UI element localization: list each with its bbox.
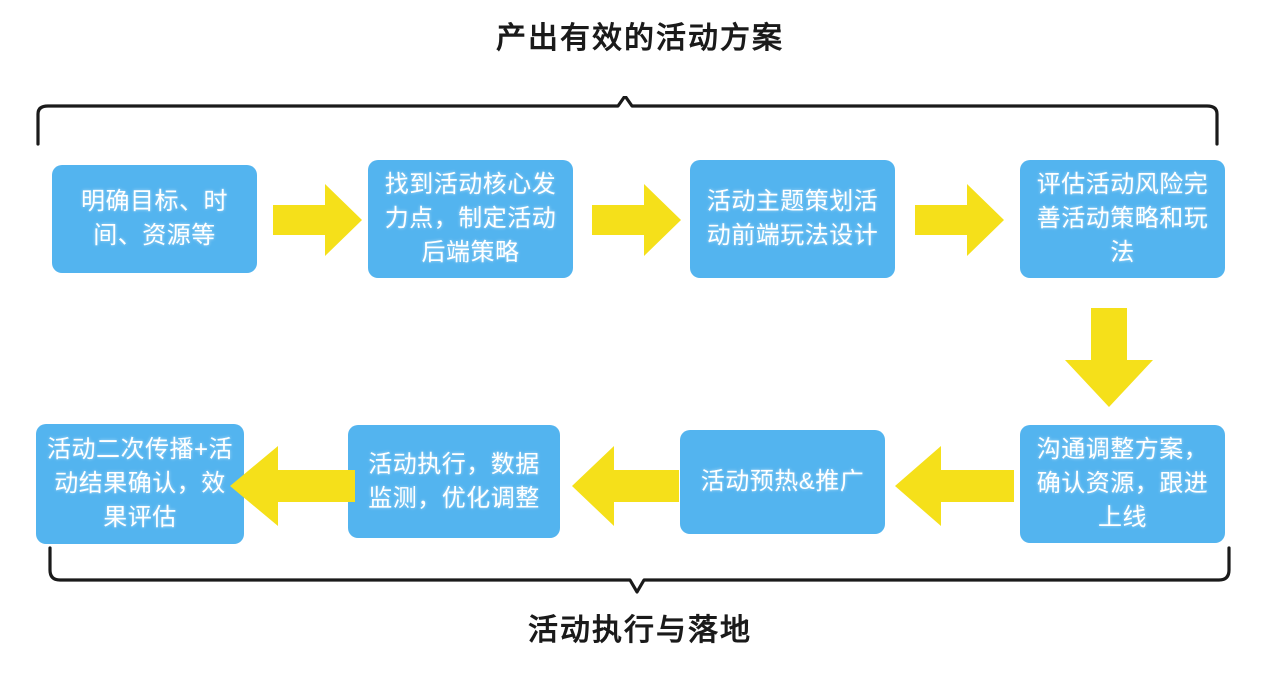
process-step-1-label: 明确目标、时间、资源等 xyxy=(81,188,228,249)
process-step-4[interactable]: 评估活动风险完善活动策略和玩法 xyxy=(1020,160,1225,278)
arrow-left-icon-3 xyxy=(228,444,356,528)
bracket-top xyxy=(30,96,1225,146)
process-step-6-label: 活动预热&推广 xyxy=(700,468,865,495)
process-step-8[interactable]: 活动二次传播+活动结果确认，效果评估 xyxy=(36,424,244,544)
bracket-bottom xyxy=(42,544,1237,596)
arrow-right-icon-2 xyxy=(592,182,682,258)
arrow-left-icon-1 xyxy=(893,444,1015,528)
arrow-right-icon-1 xyxy=(273,182,363,258)
process-step-3[interactable]: 活动主题策划活动前端玩法设计 xyxy=(690,160,895,278)
process-step-5-label: 沟通调整方案，确认资源，跟进上线 xyxy=(1036,436,1209,531)
process-step-8-label: 活动二次传播+活动结果确认，效果评估 xyxy=(46,436,233,531)
page-title-top: 产出有效的活动方案 xyxy=(496,22,784,55)
process-step-2-label: 找到活动核心发力点，制定活动后端策略 xyxy=(384,171,557,266)
process-step-1[interactable]: 明确目标、时间、资源等 xyxy=(52,165,257,273)
process-step-2[interactable]: 找到活动核心发力点，制定活动后端策略 xyxy=(368,160,573,278)
arrow-down-icon-1 xyxy=(1063,308,1155,408)
process-step-4-label: 评估活动风险完善活动策略和玩法 xyxy=(1036,171,1209,266)
process-step-3-label: 活动主题策划活动前端玩法设计 xyxy=(706,188,879,249)
arrow-right-icon-3 xyxy=(915,182,1005,258)
process-step-7-label: 活动执行，数据监测，优化调整 xyxy=(368,450,540,512)
process-step-7[interactable]: 活动执行，数据监测，优化调整 xyxy=(348,425,560,538)
page-title-bottom: 活动执行与落地 xyxy=(528,614,752,647)
process-step-5[interactable]: 沟通调整方案，确认资源，跟进上线 xyxy=(1020,425,1225,543)
process-step-6[interactable]: 活动预热&推广 xyxy=(680,430,885,534)
arrow-left-icon-2 xyxy=(570,444,680,528)
